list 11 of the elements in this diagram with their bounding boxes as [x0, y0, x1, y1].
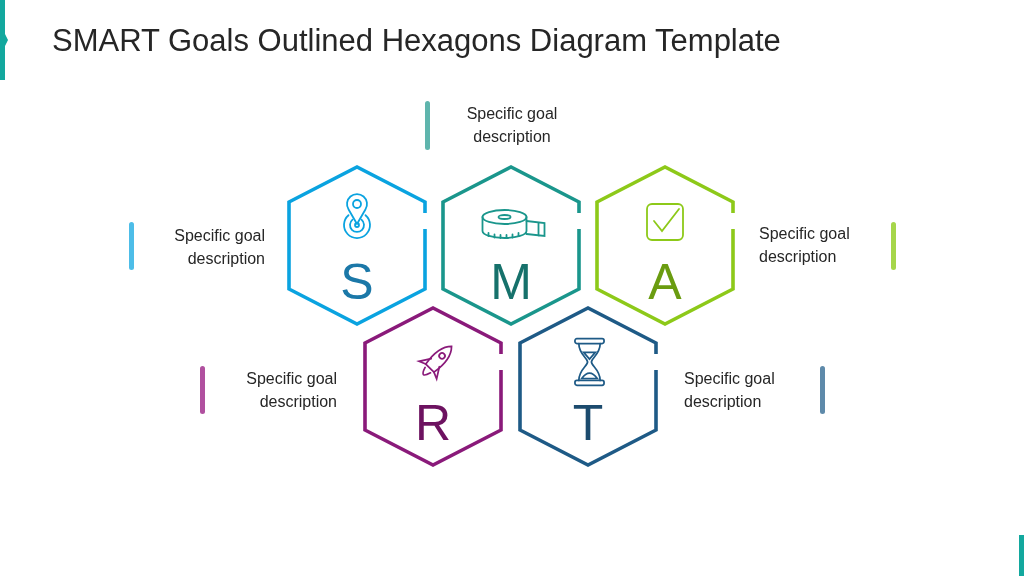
description-text: Specific goal description — [684, 369, 776, 412]
goal-letter: M — [490, 257, 532, 307]
description-text: Specific goal description — [245, 369, 337, 412]
goal-letter: R — [414, 398, 452, 448]
goal-letter: A — [648, 257, 682, 307]
goal-letter: T — [572, 398, 604, 448]
description-text: Specific goal description — [759, 224, 851, 267]
description-text: Specific goal description — [465, 104, 559, 147]
goal-letter: S — [340, 257, 374, 307]
description-text: Specific goal description — [173, 226, 265, 269]
slide-title: SMART Goals Outlined Hexagons Diagram Template — [52, 22, 781, 60]
